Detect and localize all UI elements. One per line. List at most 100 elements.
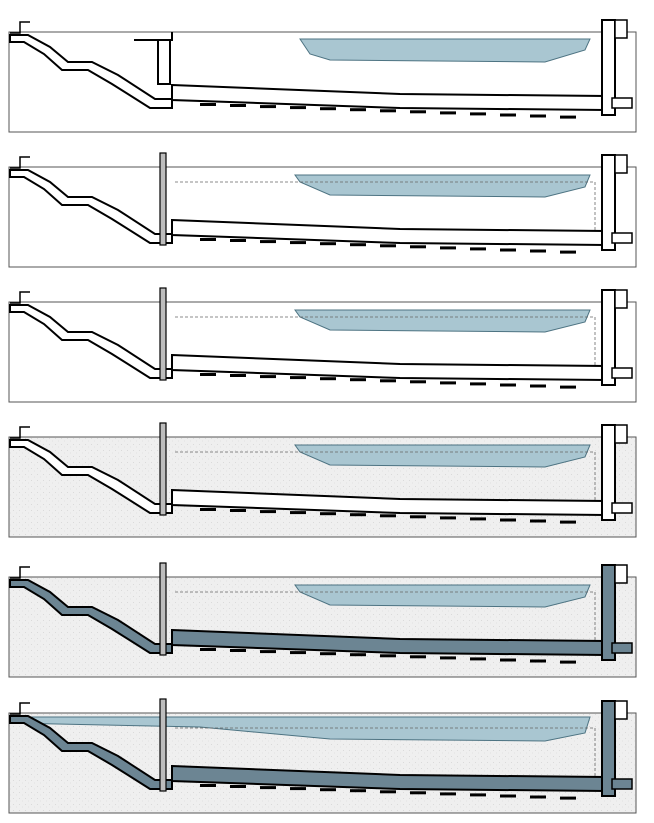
section-panel-stage-4 bbox=[0, 407, 654, 547]
footing-mark bbox=[530, 114, 546, 118]
end-wall bbox=[601, 289, 616, 386]
water-body bbox=[294, 584, 591, 608]
footing-mark bbox=[230, 104, 246, 107]
section-svg bbox=[8, 562, 637, 678]
footing-mark bbox=[200, 103, 216, 106]
end-wall bbox=[601, 564, 616, 661]
section-svg bbox=[8, 422, 637, 538]
sheet-pile bbox=[159, 152, 167, 246]
footing-mark bbox=[230, 649, 246, 652]
section-panel-stage-6 bbox=[0, 683, 654, 823]
footing-mark bbox=[530, 795, 546, 799]
entry-platform bbox=[10, 156, 30, 169]
footing-mark bbox=[260, 650, 276, 654]
section-panel-stage-5 bbox=[0, 547, 654, 687]
footing-mark bbox=[440, 246, 456, 250]
wall-cap bbox=[614, 154, 628, 174]
wall-footing bbox=[611, 778, 633, 790]
footing-mark bbox=[200, 508, 216, 511]
footing-mark bbox=[560, 796, 576, 800]
footing-mark bbox=[380, 514, 396, 518]
sheet-pile bbox=[159, 287, 167, 381]
fill-outline-dashed bbox=[175, 316, 596, 372]
end-wall bbox=[601, 424, 616, 521]
footing-mark bbox=[380, 379, 396, 383]
footing-mark bbox=[350, 653, 366, 657]
section-svg bbox=[8, 287, 637, 403]
stepped-slab bbox=[9, 579, 173, 654]
footing-mark bbox=[320, 652, 336, 656]
footing-mark bbox=[440, 516, 456, 520]
water-body bbox=[294, 444, 591, 468]
section-panel-stage-3 bbox=[0, 272, 654, 412]
footing-mark bbox=[500, 248, 516, 252]
footing-mark bbox=[560, 115, 576, 119]
footing-mark bbox=[290, 241, 306, 245]
column bbox=[157, 39, 171, 85]
footing-mark bbox=[320, 512, 336, 516]
fill-outline-dashed bbox=[175, 451, 596, 507]
entry-platform bbox=[10, 426, 30, 439]
footing-mark bbox=[260, 240, 276, 244]
footing-mark bbox=[410, 655, 426, 659]
footing-mark bbox=[410, 515, 426, 519]
footing-mark bbox=[560, 520, 576, 524]
footing-mark bbox=[260, 375, 276, 379]
footing-mark bbox=[470, 247, 486, 251]
footing-mark bbox=[230, 374, 246, 377]
footing-mark bbox=[410, 791, 426, 795]
footing-mark bbox=[200, 648, 216, 651]
wall-cap bbox=[614, 424, 628, 444]
footing-mark bbox=[470, 657, 486, 661]
entry-platform bbox=[10, 291, 30, 304]
footing-mark bbox=[440, 111, 456, 115]
footing-mark bbox=[410, 110, 426, 114]
footing-mark bbox=[500, 113, 516, 117]
end-wall bbox=[601, 154, 616, 251]
footing-mark bbox=[290, 787, 306, 791]
footing-mark bbox=[290, 376, 306, 380]
footing-mark bbox=[350, 789, 366, 793]
wall-footing bbox=[611, 97, 633, 109]
stepped-slab bbox=[9, 34, 173, 109]
sheet-pile bbox=[159, 698, 167, 792]
stepped-slab bbox=[9, 439, 173, 514]
footing-mark bbox=[560, 660, 576, 664]
wall-footing bbox=[611, 502, 633, 514]
footing-mark bbox=[260, 510, 276, 514]
footing-mark bbox=[500, 794, 516, 798]
fill-outline-dashed bbox=[175, 591, 596, 647]
wall-cap bbox=[614, 289, 628, 309]
footing-mark bbox=[500, 383, 516, 387]
footing-mark bbox=[320, 242, 336, 246]
footing-mark bbox=[290, 651, 306, 655]
stepped-slab bbox=[9, 715, 173, 790]
stepped-slab bbox=[9, 169, 173, 244]
footing-mark bbox=[410, 245, 426, 249]
footing-mark bbox=[500, 518, 516, 522]
wall-footing bbox=[611, 232, 633, 244]
wall-footing bbox=[611, 642, 633, 654]
footing-mark bbox=[530, 249, 546, 253]
footing-mark bbox=[230, 785, 246, 788]
entry-platform bbox=[10, 566, 30, 579]
stepped-slab bbox=[9, 304, 173, 379]
footing-mark bbox=[410, 380, 426, 384]
end-wall bbox=[601, 19, 616, 116]
footing-mark bbox=[470, 517, 486, 521]
footing-mark bbox=[350, 243, 366, 247]
wall-cap bbox=[614, 700, 628, 720]
footing-mark bbox=[380, 244, 396, 248]
section-svg bbox=[8, 19, 637, 133]
fill-outline-dashed bbox=[175, 181, 596, 237]
water-body bbox=[299, 38, 591, 63]
wall-footing bbox=[611, 367, 633, 379]
footing-mark bbox=[440, 656, 456, 660]
footing-mark bbox=[440, 792, 456, 796]
footing-mark bbox=[200, 784, 216, 787]
section-svg bbox=[8, 152, 637, 268]
footing-mark bbox=[230, 239, 246, 242]
footing-mark bbox=[560, 385, 576, 389]
footing-mark bbox=[260, 786, 276, 790]
footing-mark bbox=[470, 793, 486, 797]
